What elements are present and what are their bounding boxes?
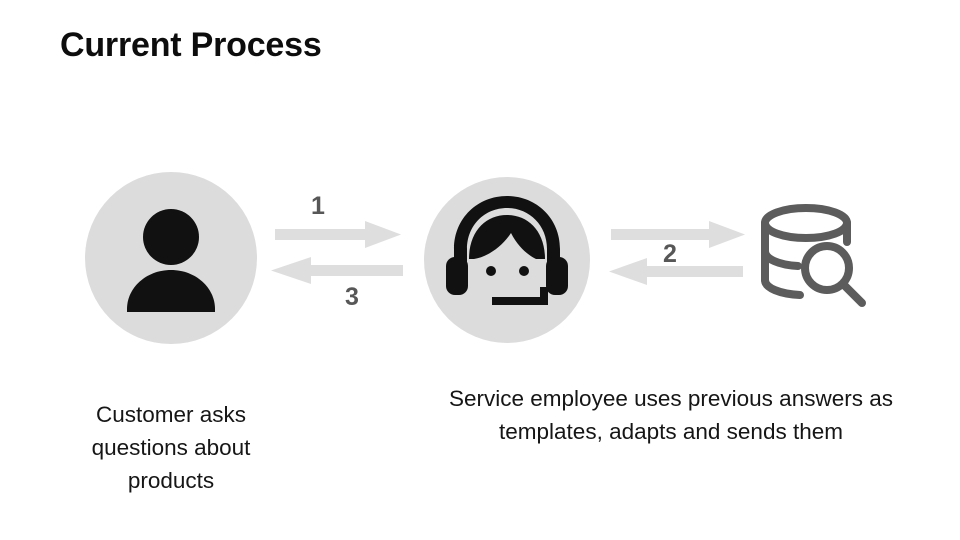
- arrow-customer-to-agent: [275, 221, 401, 248]
- service-employee-icon-badge: [424, 177, 590, 343]
- step-number-1: 1: [311, 192, 325, 220]
- caption-service-employee: Service employee uses previous answers a…: [449, 386, 893, 445]
- arrow-agent-to-customer: [271, 257, 403, 284]
- step-number-3: 3: [345, 283, 359, 311]
- caption-customer: Customer asks questions about products: [91, 402, 251, 494]
- arrow-agent-to-database: [611, 221, 745, 248]
- step-number-2: 2: [663, 240, 677, 268]
- arrow-database-to-agent: [609, 258, 743, 285]
- customer-icon-badge: [85, 172, 257, 344]
- page-title: Current Process: [60, 26, 322, 64]
- database-search-icon: [752, 200, 872, 320]
- database-search-icon-wrapper: [752, 200, 872, 320]
